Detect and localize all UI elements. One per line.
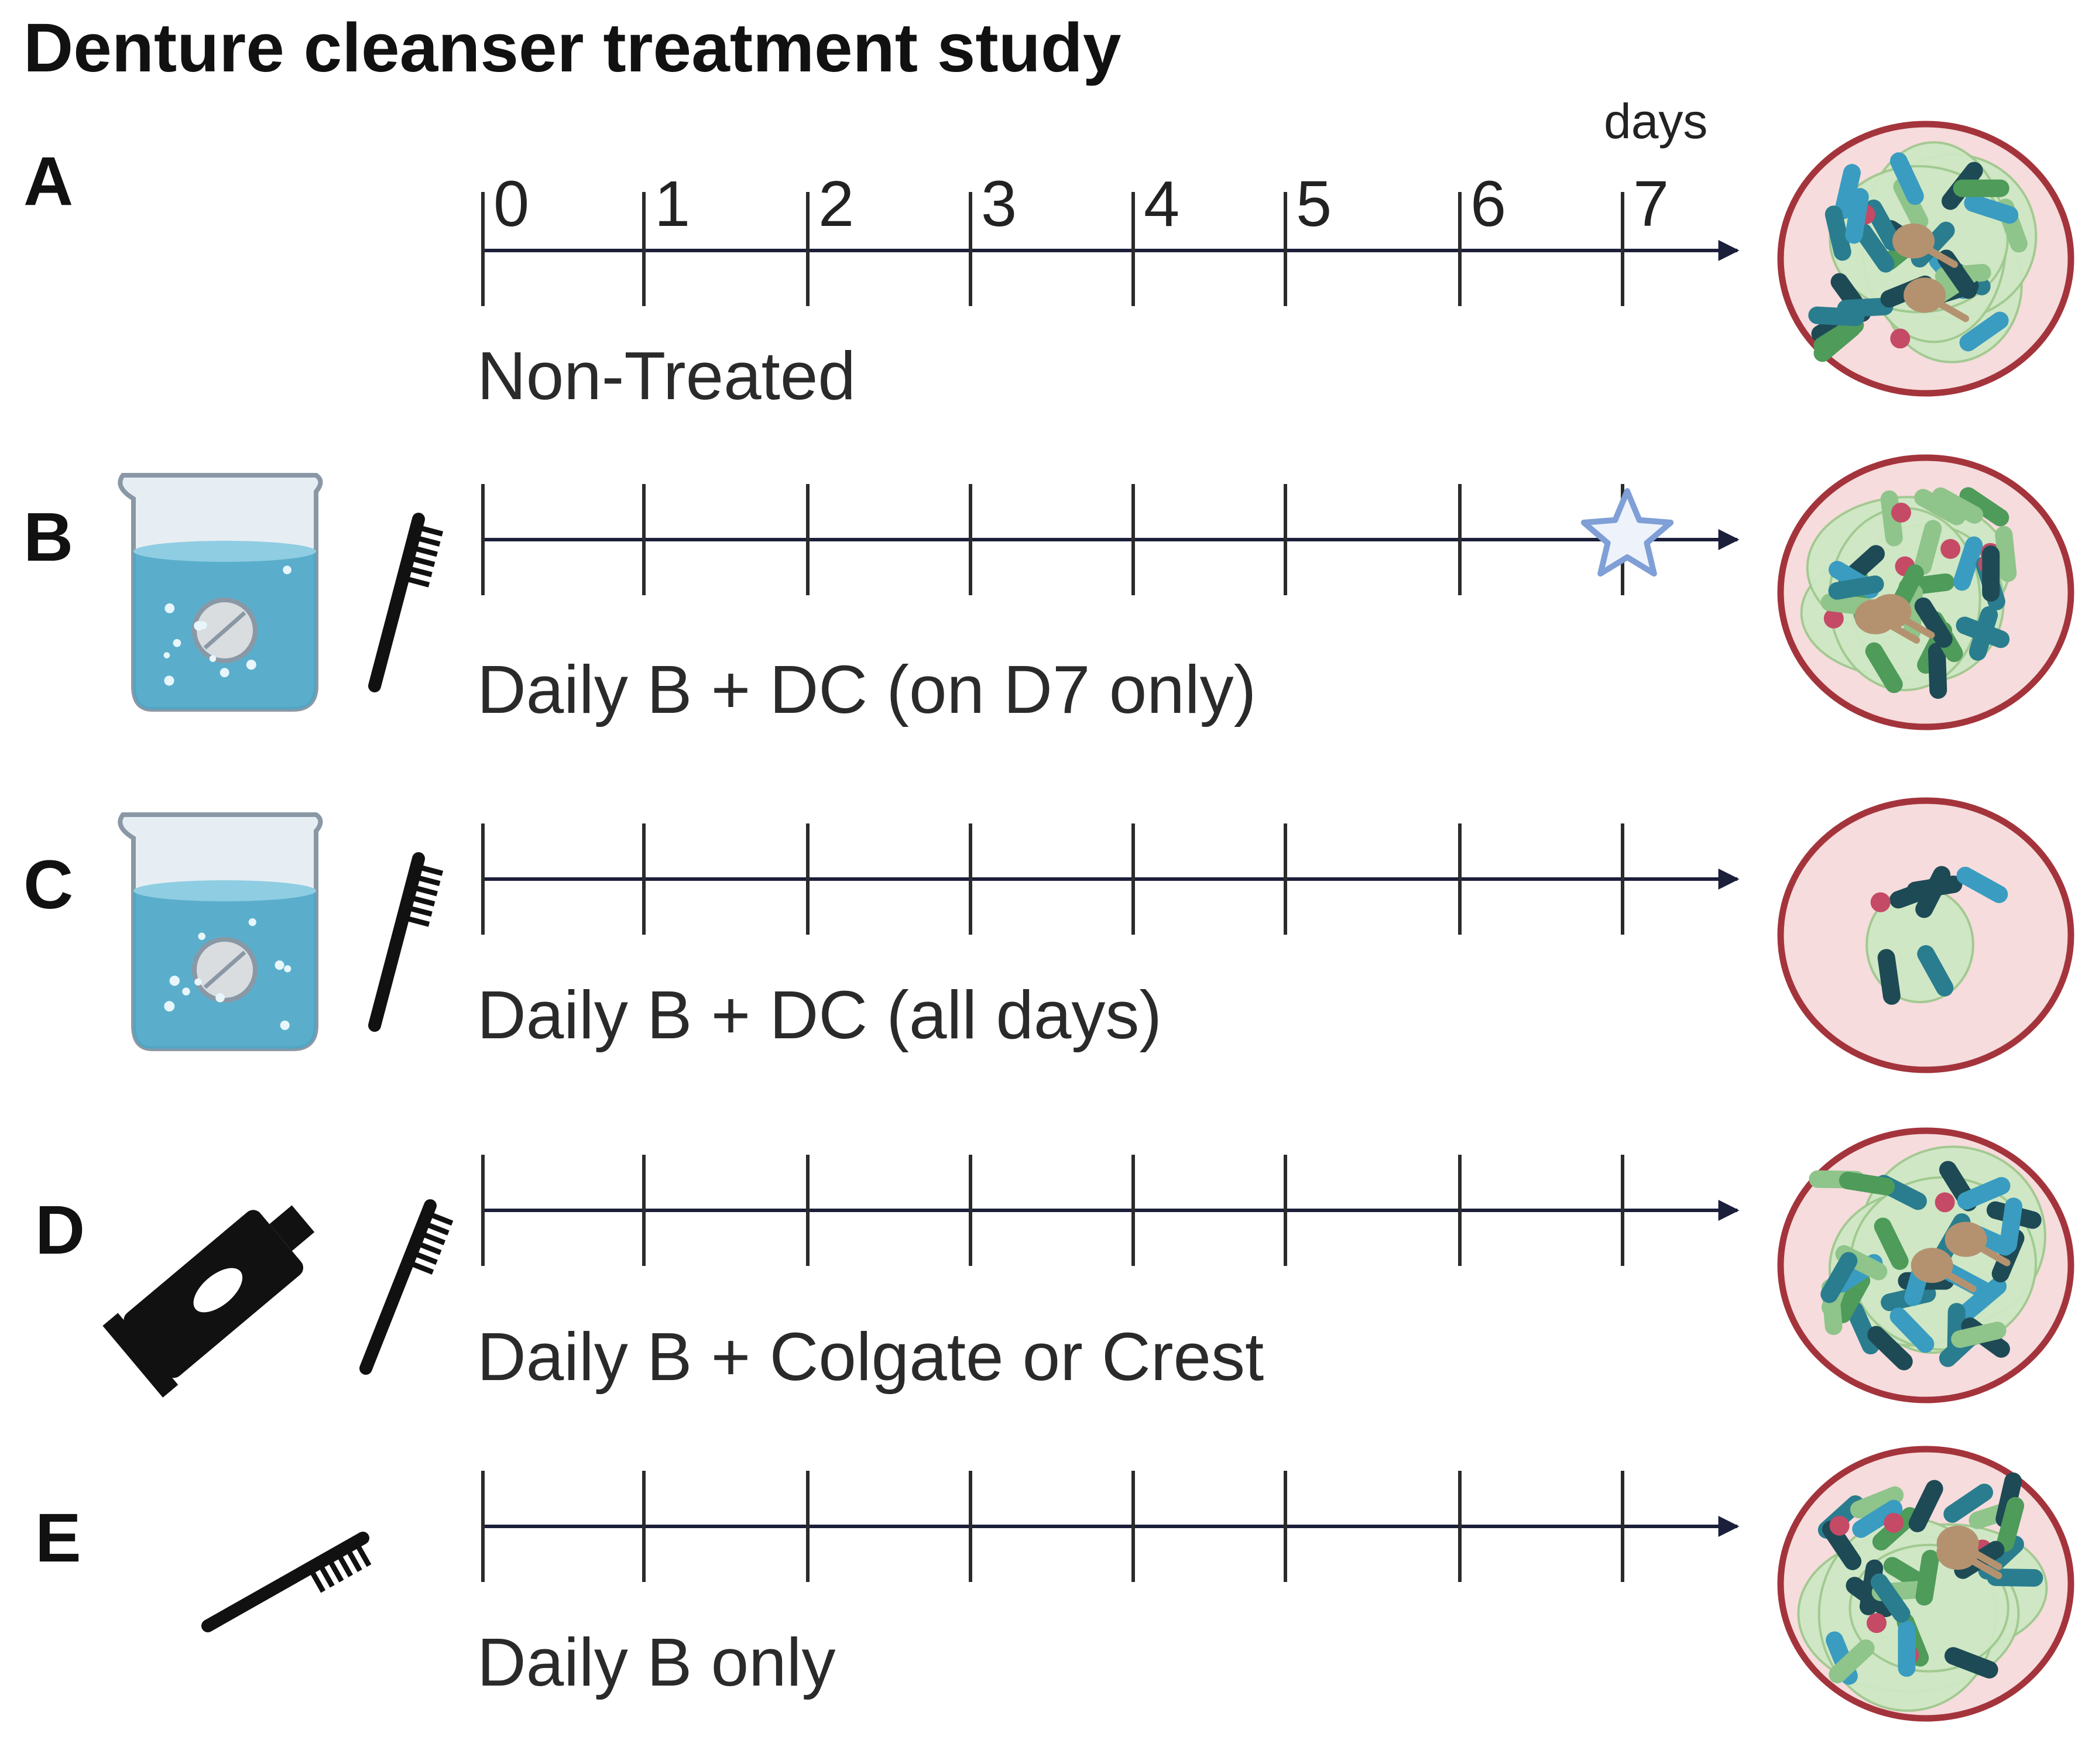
treatment-label: Daily B + Colgate or Crest (477, 1319, 1264, 1395)
petri-dish-icon (1777, 1446, 2074, 1722)
timeline (481, 1155, 1740, 1266)
day-number-7: 7 (1633, 168, 1669, 240)
star-icon (1580, 488, 1674, 577)
petri-dish-icon (1777, 454, 2074, 730)
beaker-icon (118, 812, 323, 1051)
row-letter: C (23, 846, 73, 924)
toothpaste-icon (102, 1205, 315, 1398)
toothbrush-icon (359, 1199, 454, 1375)
axis-unit-label: days (1604, 94, 1707, 149)
petri-dish-icon (1777, 121, 2074, 397)
timeline (481, 1471, 1740, 1582)
day-number-5: 5 (1296, 168, 1332, 240)
day-number-labels: 0 1 2 3 4 5 6 7 (493, 168, 1669, 240)
day-number-6: 6 (1470, 168, 1506, 240)
row-letter: B (23, 499, 73, 576)
row-letter: D (35, 1192, 85, 1269)
row-letter: E (35, 1499, 81, 1577)
toothbrush-icon (201, 1532, 372, 1632)
day-number-4: 4 (1144, 168, 1179, 240)
treatment-label: Non-Treated (477, 338, 856, 414)
day-number-3: 3 (981, 168, 1017, 240)
treatment-row-e: E Daily B only (35, 1446, 2074, 1722)
day-number-0: 0 (493, 168, 529, 240)
petri-dish-icon (1777, 1127, 2074, 1403)
row-letter: A (23, 143, 73, 220)
treatment-row-a: A Non-Treated (23, 121, 2074, 414)
petri-dish-icon (1777, 797, 2074, 1073)
treatment-row-d: D Daily B + Colgate or Crest (35, 1127, 2074, 1403)
timeline (481, 192, 1740, 306)
treatment-row-b: B Daily B + DC (on D7 only) (23, 454, 2074, 730)
day-number-1: 1 (654, 168, 690, 240)
toothbrush-icon (368, 852, 444, 1032)
timeline (481, 823, 1740, 935)
toothbrush-icon (368, 513, 444, 692)
beaker-icon (118, 473, 323, 712)
treatment-label: Daily B + DC (all days) (477, 977, 1162, 1053)
treatment-label: Daily B only (477, 1624, 835, 1700)
treatment-row-c: C Daily B + DC (all days) (23, 797, 2074, 1073)
timeline (481, 484, 1740, 595)
day-number-2: 2 (818, 168, 854, 240)
treatment-label: Daily B + DC (on D7 only) (477, 651, 1256, 727)
figure-title: Denture cleanser treatment study (23, 9, 1122, 87)
